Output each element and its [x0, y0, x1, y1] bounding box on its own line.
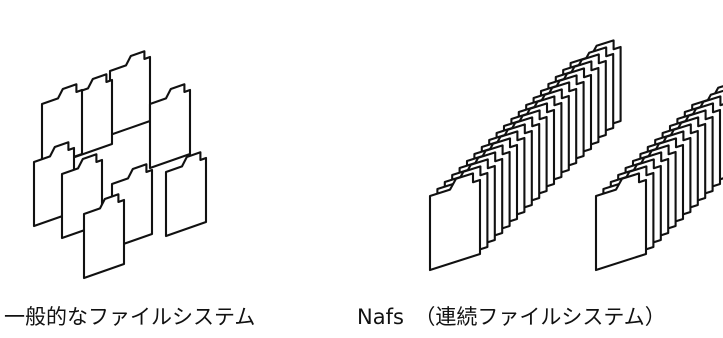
- scattered-folders-group: [32, 50, 208, 280]
- nafs-caption: Nafs （連続ファイルシステム）: [357, 305, 666, 329]
- folder-icon: [108, 50, 152, 137]
- folder-icon: [428, 172, 482, 272]
- folder-icon: [164, 151, 208, 238]
- contiguous-folder-stack-right: [594, 85, 723, 272]
- folder-icon: [40, 83, 84, 170]
- contiguous-folder-stack-left: [428, 39, 622, 272]
- folder-icon: [594, 172, 648, 272]
- folder-icon: [148, 83, 192, 170]
- folder-icon: [82, 193, 126, 280]
- general-file-system-caption: 一般的なファイルシステム: [4, 305, 256, 329]
